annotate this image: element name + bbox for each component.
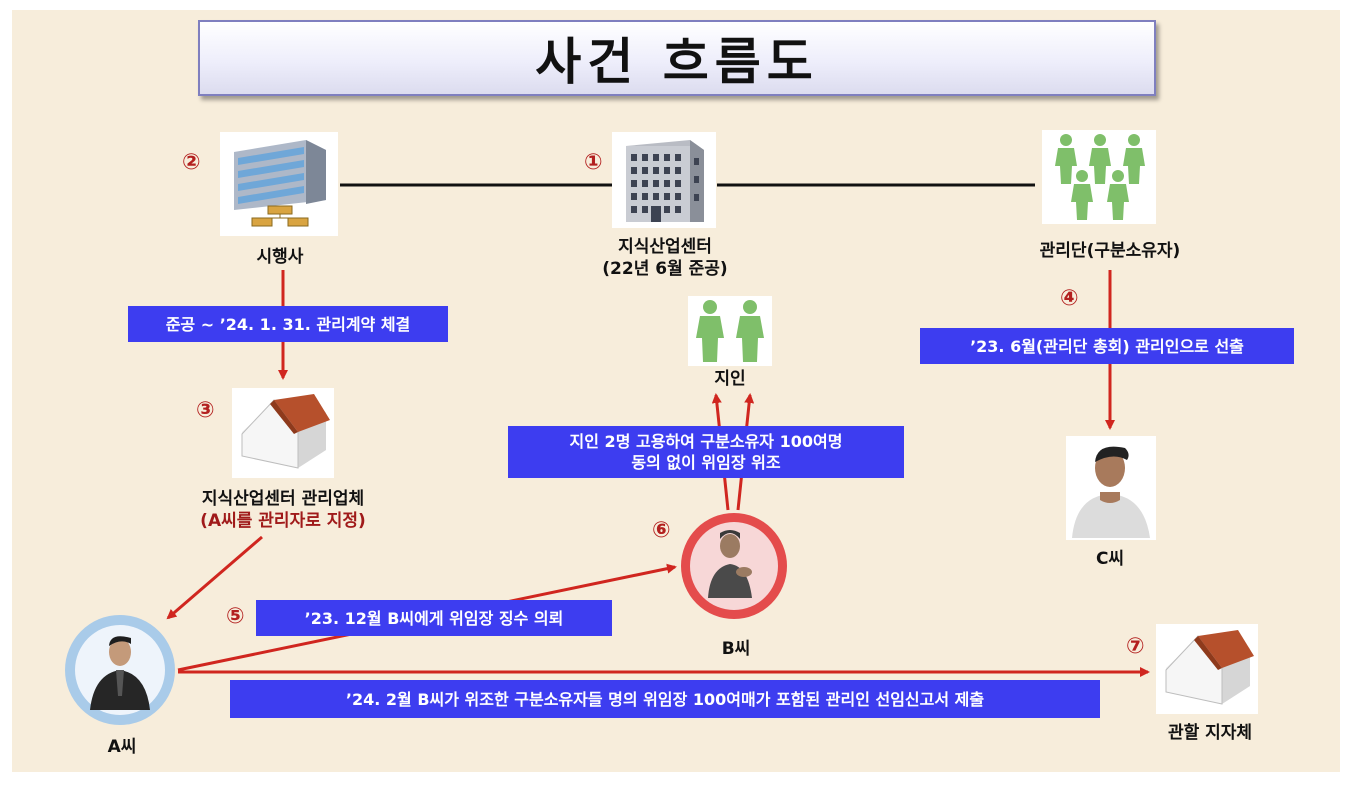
center-label: 지식산업센터 — [618, 237, 712, 257]
step-number-4: ④ — [1060, 286, 1079, 311]
person-c-avatar — [1072, 446, 1150, 538]
event-contract: 준공 ~ ’24. 1. 31. 관리계약 체결 — [128, 306, 448, 342]
office-building-icon — [626, 140, 704, 222]
title-banner: 사건 흐름도 — [198, 20, 1156, 96]
step-number-2: ② — [182, 150, 201, 175]
center-sublabel: (22년 6월 준공) — [602, 259, 728, 279]
mgmt-company-label: 지식산업센터 관리업체 — [201, 489, 365, 509]
event-request-text: ’23. 12월 B씨에게 위임장 징수 의뢰 — [304, 608, 564, 628]
event-election: ’23. 6월(관리단 총회) 관리인으로 선출 — [920, 328, 1294, 364]
event-forgery-line1: 지인 2명 고용하여 구분소유자 100여명 — [569, 432, 843, 451]
group-of-people-icon — [1055, 134, 1145, 220]
person-a-avatar — [65, 615, 175, 725]
center-building-tile — [612, 132, 716, 228]
event-contract-text: 준공 ~ ’24. 1. 31. 관리계약 체결 — [165, 314, 411, 334]
district-office-house-icon — [1165, 630, 1254, 705]
step-number-5: ⑤ — [226, 604, 245, 629]
mgmt-company-tile — [232, 388, 334, 478]
step-number-6: ⑥ — [652, 518, 671, 543]
step-number-1: ① — [584, 150, 603, 175]
person-b-label: B씨 — [721, 639, 751, 659]
event-forgery-line2: 동의 없이 위임장 위조 — [631, 453, 781, 472]
acquaintances-tile — [688, 296, 772, 366]
district-office-tile — [1156, 624, 1258, 714]
house-icon — [241, 394, 330, 469]
person-b-avatar — [681, 513, 787, 619]
person-c-tile — [1066, 436, 1156, 540]
event-request: ’23. 12월 B씨에게 위임장 징수 의뢰 — [256, 600, 612, 636]
step-number-7: ⑦ — [1126, 634, 1145, 659]
developer-building-icon — [234, 140, 326, 227]
district-office-label: 관할 지자체 — [1167, 723, 1253, 743]
step-number-3: ③ — [196, 398, 215, 423]
event-election-text: ’23. 6월(관리단 총회) 관리인으로 선출 — [970, 336, 1244, 356]
developer-tile — [220, 132, 338, 236]
committee-label: 관리단(구분소유자) — [1039, 241, 1181, 261]
person-c-label: C씨 — [1095, 549, 1125, 569]
arrow-mgmt-to-a — [166, 535, 263, 620]
diagram-title: 사건 흐름도 — [535, 33, 819, 91]
event-report-text: ’24. 2월 B씨가 위조한 구분소유자들 명의 위임장 100여매가 포함된… — [345, 689, 985, 709]
acquaintances-label: 지인 — [714, 369, 746, 389]
two-people-icon — [696, 300, 764, 362]
developer-label: 시행사 — [256, 247, 304, 267]
person-a-label: A씨 — [107, 737, 137, 757]
mgmt-company-sublabel: (A씨를 관리자로 지정) — [200, 511, 366, 531]
event-forgery: 지인 2명 고용하여 구분소유자 100여명 동의 없이 위임장 위조 — [508, 426, 904, 478]
committee-tile — [1042, 130, 1156, 224]
event-report: ’24. 2월 B씨가 위조한 구분소유자들 명의 위임장 100여매가 포함된… — [230, 680, 1100, 718]
